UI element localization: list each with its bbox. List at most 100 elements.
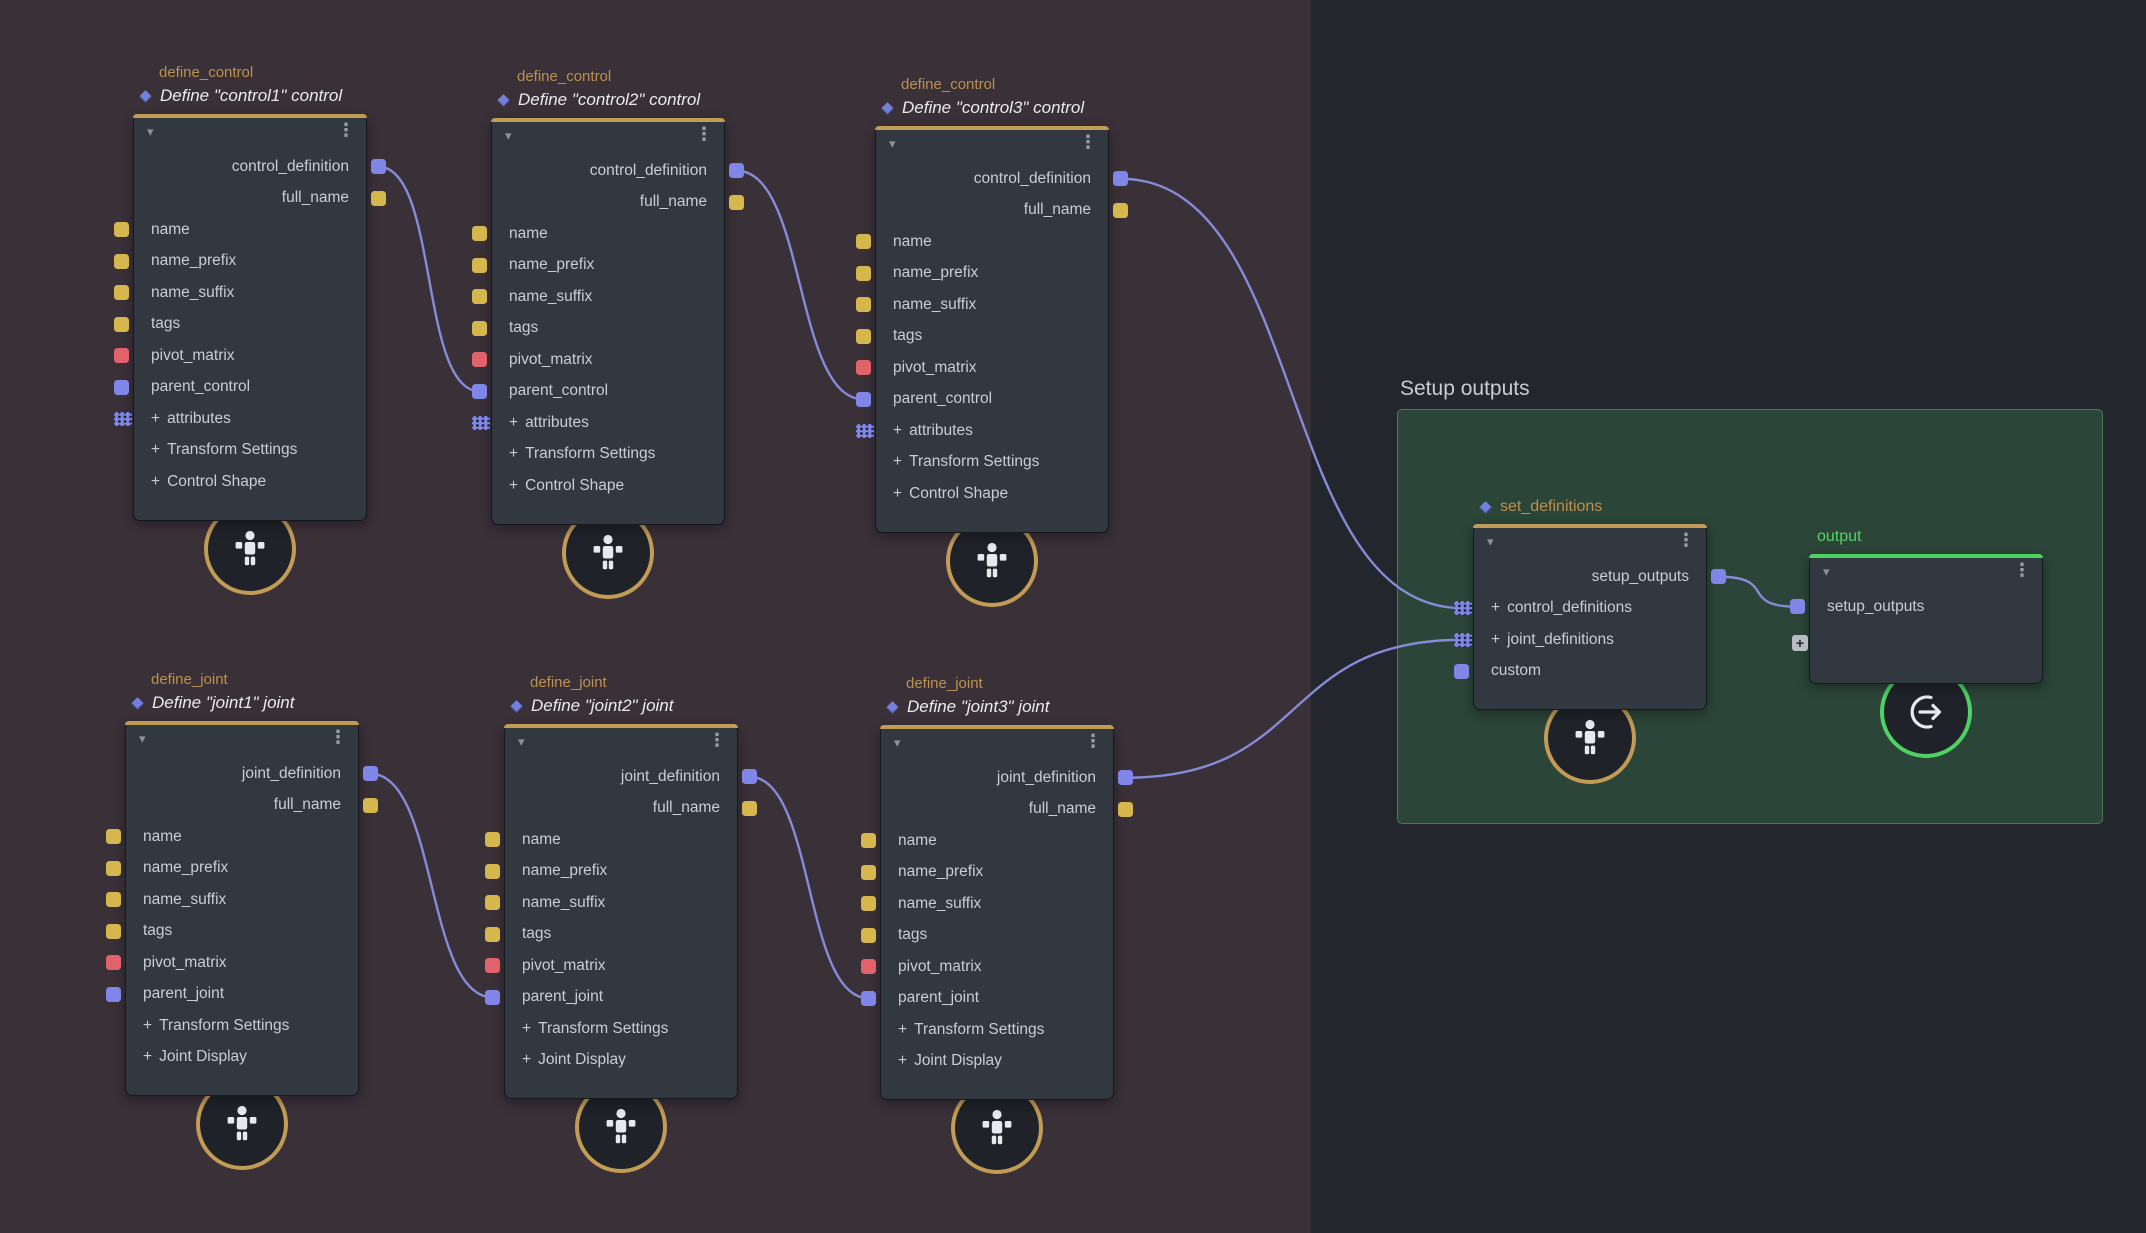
port-name-prefix-in[interactable]: [114, 253, 129, 269]
port-pivot-matrix-in[interactable]: [114, 348, 129, 364]
port-name-in[interactable]: [856, 234, 871, 250]
port-pivot-matrix-in[interactable]: [861, 959, 876, 975]
expand-plus-icon[interactable]: +: [898, 1020, 908, 1038]
node-define-control3[interactable]: define_control Define "control3" control…: [856, 76, 1128, 607]
input-row-control-shape[interactable]: +Control Shape: [876, 478, 1108, 510]
node-menu-icon[interactable]: ⋮: [1677, 530, 1695, 550]
port-control-definition-out[interactable]: [371, 159, 386, 175]
port-pivot-matrix-in[interactable]: [472, 352, 487, 368]
port-parent-joint-in[interactable]: [861, 990, 876, 1006]
port-setup-outputs-out[interactable]: [1711, 569, 1726, 585]
input-row-attributes[interactable]: +attributes: [856, 415, 1108, 447]
port-full-name-out[interactable]: [1113, 202, 1128, 218]
port-setup-outputs-in[interactable]: [1790, 599, 1805, 615]
port-tags-in[interactable]: [472, 320, 487, 336]
port-joint-definitions-in[interactable]: [1454, 632, 1472, 647]
node-set-definitions[interactable]: set_definitions ▾ ⋮ setup_outputs+contro…: [1454, 498, 1726, 784]
port-name-prefix-in[interactable]: [106, 860, 121, 876]
expand-plus-icon[interactable]: +: [893, 421, 903, 439]
port-parent-control-in[interactable]: [856, 391, 871, 407]
collapse-caret-icon[interactable]: ▾: [147, 124, 154, 139]
node-define-control1[interactable]: define_control Define "control1" control…: [114, 64, 386, 595]
add-input-button[interactable]: +: [1792, 635, 1808, 651]
expand-plus-icon[interactable]: +: [898, 1052, 908, 1070]
collapse-caret-icon[interactable]: ▾: [139, 731, 146, 746]
port-tags-in[interactable]: [861, 927, 876, 943]
node-body[interactable]: ▾ ⋮ setup_outputs +: [1790, 554, 2043, 684]
expand-plus-icon[interactable]: +: [509, 413, 519, 431]
input-row-control-shape[interactable]: +Control Shape: [134, 466, 366, 498]
input-row-transform-settings[interactable]: +Transform Settings: [492, 439, 724, 471]
port-name-suffix-in[interactable]: [485, 895, 500, 911]
input-row-transform-settings[interactable]: +Transform Settings: [505, 1013, 737, 1045]
node-menu-icon[interactable]: ⋮: [329, 727, 347, 747]
port-name-suffix-in[interactable]: [856, 297, 871, 313]
input-row-control-shape[interactable]: +Control Shape: [492, 470, 724, 502]
port-tags-in[interactable]: [485, 926, 500, 942]
input-row-joint-display[interactable]: +Joint Display: [881, 1046, 1113, 1078]
expand-plus-icon[interactable]: +: [522, 1019, 532, 1037]
node-define-joint2[interactable]: define_joint Define "joint2" joint ▾ ⋮ j…: [485, 674, 757, 1173]
expand-plus-icon[interactable]: +: [509, 476, 519, 494]
expand-plus-icon[interactable]: +: [1491, 599, 1501, 617]
port-control-definition-out[interactable]: [1113, 171, 1128, 187]
expand-plus-icon[interactable]: +: [893, 453, 903, 471]
port-joint-definition-out[interactable]: [742, 769, 757, 785]
port-control-definitions-in[interactable]: [1454, 601, 1472, 616]
collapse-caret-icon[interactable]: ▾: [505, 128, 512, 143]
expand-plus-icon[interactable]: +: [143, 1016, 153, 1034]
node-menu-icon[interactable]: ⋮: [695, 124, 713, 144]
port-full-name-out[interactable]: [729, 194, 744, 210]
expand-plus-icon[interactable]: +: [893, 484, 903, 502]
input-row-transform-settings[interactable]: +Transform Settings: [876, 447, 1108, 479]
port-pivot-matrix-in[interactable]: [485, 958, 500, 974]
expand-plus-icon[interactable]: +: [143, 1048, 153, 1066]
input-row-control-definitions[interactable]: +control_definitions: [1454, 593, 1706, 625]
node-menu-icon[interactable]: ⋮: [1084, 731, 1102, 751]
port-name-suffix-in[interactable]: [114, 285, 129, 301]
node-define-joint3[interactable]: define_joint Define "joint3" joint ▾ ⋮ j…: [861, 675, 1133, 1174]
expand-plus-icon[interactable]: +: [151, 472, 161, 490]
port-name-in[interactable]: [472, 226, 487, 242]
input-row-joint-display[interactable]: +Joint Display: [126, 1042, 358, 1074]
port-parent-joint-in[interactable]: [106, 986, 121, 1002]
node-output[interactable]: output ▾ ⋮ setup_outputs +: [1790, 528, 2043, 758]
port-name-prefix-in[interactable]: [472, 257, 487, 273]
expand-plus-icon[interactable]: +: [509, 445, 519, 463]
input-row-joint-display[interactable]: +Joint Display: [505, 1045, 737, 1077]
node-define-joint1[interactable]: define_joint Define "joint1" joint ▾ ⋮ j…: [106, 671, 378, 1170]
node-define-control2[interactable]: define_control Define "control2" control…: [472, 68, 744, 599]
port-name-in[interactable]: [485, 832, 500, 848]
port-name-suffix-in[interactable]: [106, 892, 121, 908]
port-name-in[interactable]: [861, 833, 876, 849]
port-full-name-out[interactable]: [742, 800, 757, 816]
port-attributes-in[interactable]: [114, 411, 132, 426]
port-custom-in[interactable]: [1454, 663, 1469, 679]
port-attributes-in[interactable]: [472, 415, 490, 430]
port-full-name-out[interactable]: [371, 190, 386, 206]
port-control-definition-out[interactable]: [729, 163, 744, 179]
port-name-prefix-in[interactable]: [485, 863, 500, 879]
port-joint-definition-out[interactable]: [363, 766, 378, 782]
input-row-transform-settings[interactable]: +Transform Settings: [126, 1010, 358, 1042]
port-tags-in[interactable]: [856, 328, 871, 344]
input-row-attributes[interactable]: +attributes: [472, 407, 724, 439]
expand-plus-icon[interactable]: +: [151, 409, 161, 427]
input-row-transform-settings[interactable]: +Transform Settings: [134, 435, 366, 467]
port-pivot-matrix-in[interactable]: [856, 360, 871, 376]
input-row-joint-definitions[interactable]: +joint_definitions: [1454, 624, 1706, 656]
node-menu-icon[interactable]: ⋮: [1079, 132, 1097, 152]
collapse-caret-icon[interactable]: ▾: [1823, 564, 1830, 579]
collapse-caret-icon[interactable]: ▾: [889, 136, 896, 151]
port-name-suffix-in[interactable]: [472, 289, 487, 305]
port-attributes-in[interactable]: [856, 423, 874, 438]
port-tags-in[interactable]: [114, 316, 129, 332]
port-parent-joint-in[interactable]: [485, 989, 500, 1005]
port-name-prefix-in[interactable]: [861, 864, 876, 880]
node-menu-icon[interactable]: ⋮: [337, 120, 355, 140]
collapse-caret-icon[interactable]: ▾: [518, 734, 525, 749]
